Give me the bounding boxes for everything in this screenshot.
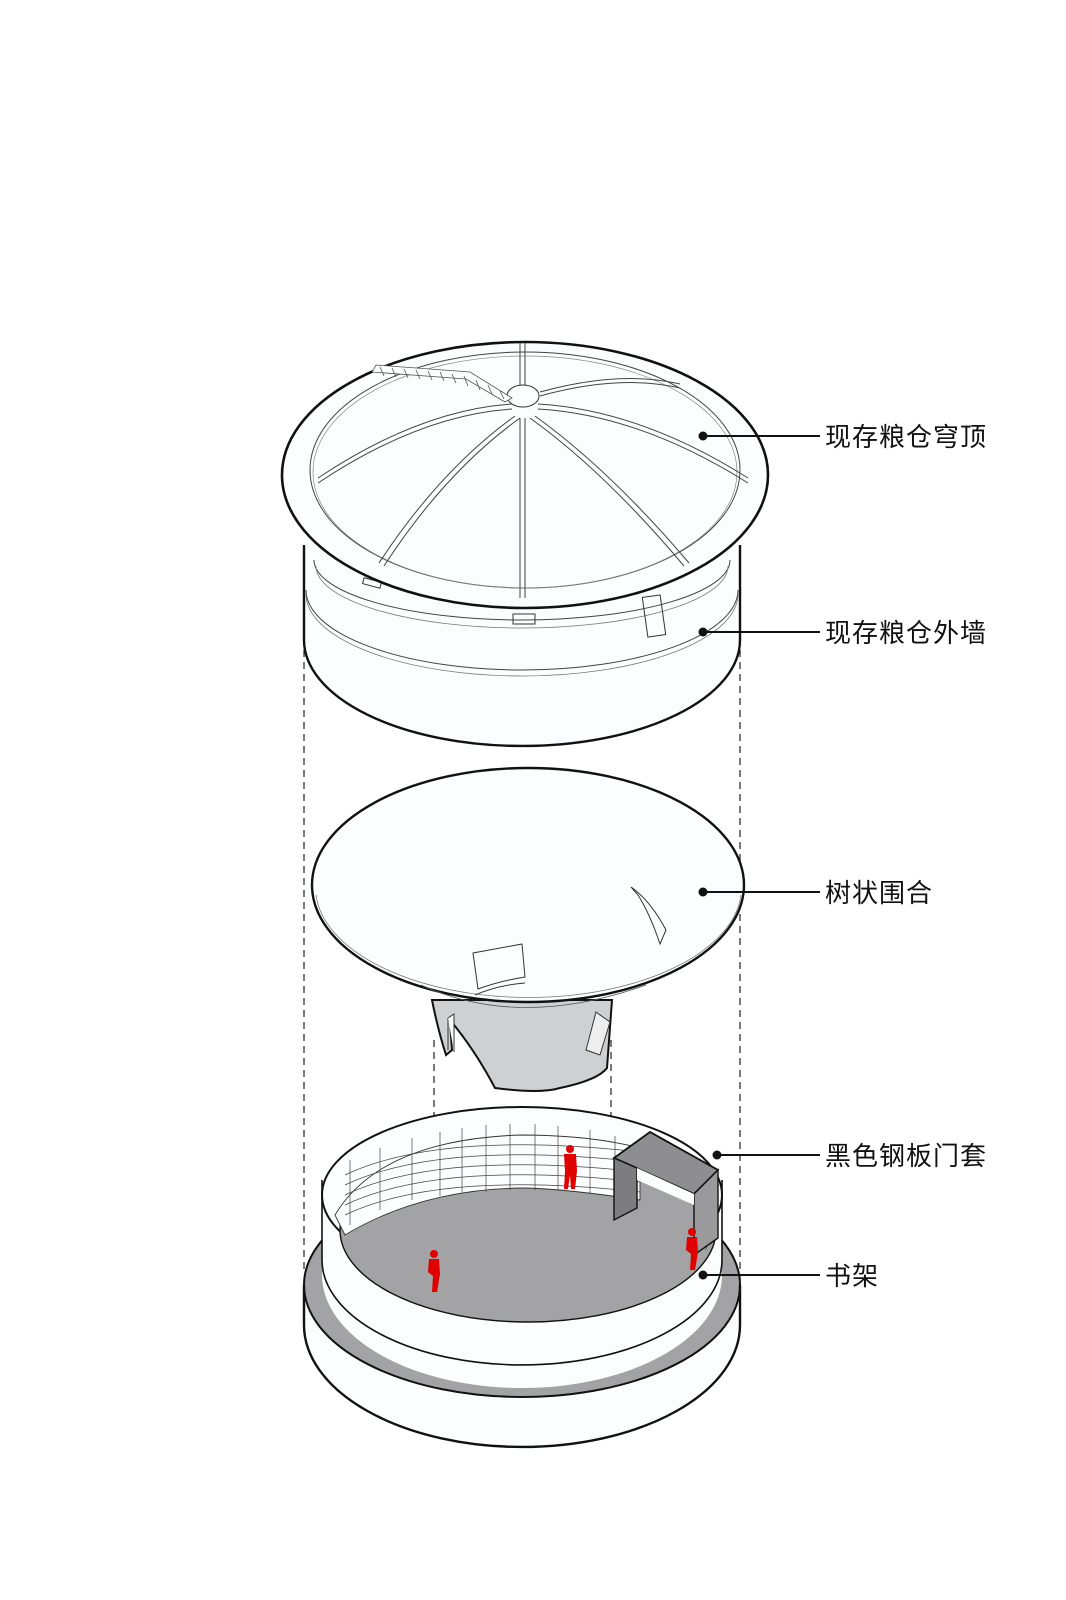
- human-figures: [428, 1145, 698, 1292]
- tree-enclosure: [310, 766, 746, 1092]
- human-figure-center: [564, 1145, 577, 1189]
- leader-dots: [698, 431, 722, 1280]
- label-bookshelf: 书架: [825, 1262, 880, 1292]
- label-outer-wall: 现存粮仓外墙: [825, 619, 988, 649]
- human-figure-left: [428, 1250, 440, 1292]
- label-dome: 现存粮仓穹顶: [825, 423, 988, 453]
- granary-dome: [280, 340, 770, 610]
- label-steel-door-frame: 黑色钢板门套: [825, 1142, 988, 1172]
- leader-lines: [703, 435, 820, 1276]
- steel-door-frame: [612, 1130, 720, 1257]
- label-tree-enclosure: 树状围合: [825, 879, 934, 909]
- human-figure-right: [686, 1228, 698, 1270]
